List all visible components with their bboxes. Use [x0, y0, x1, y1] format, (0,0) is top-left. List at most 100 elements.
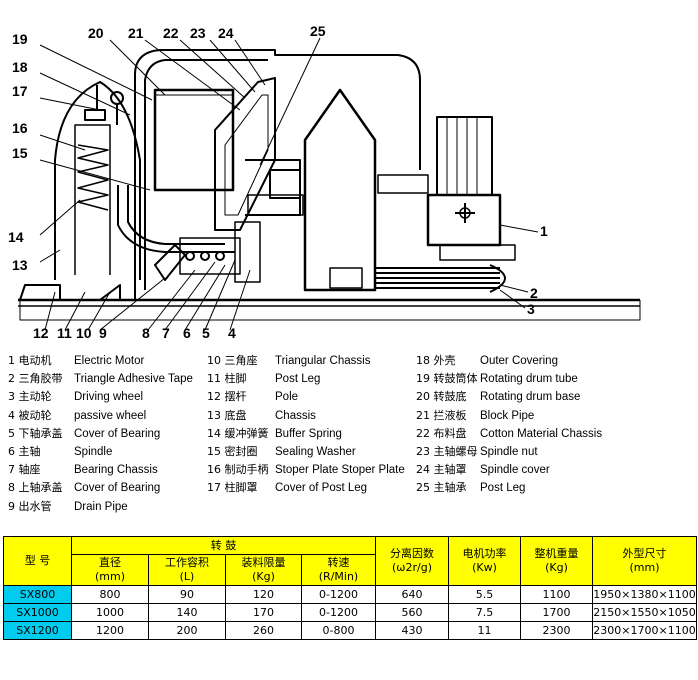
cell-capacity: 200: [148, 621, 226, 640]
legend-item-en: Drain Pipe: [74, 500, 128, 513]
legend-item-zh: 23 主轴螺母: [416, 444, 478, 458]
callout-21: 21: [128, 25, 144, 41]
leader-lines: [39, 37, 539, 331]
header-weight: 整机重量(Kg): [520, 536, 593, 586]
callout-7: 7: [162, 325, 170, 341]
cell-diameter: 1000: [71, 603, 149, 622]
cell-size: 1950×1380×1100: [592, 585, 697, 604]
legend-item-zh: 4 被动轮: [8, 408, 52, 422]
cell-model: SX1200: [3, 621, 72, 640]
legend-item-zh: 6 主轴: [8, 444, 41, 458]
table-row: SX1000 1000 140 170 0-1200 560 7.5 1700 …: [3, 603, 697, 622]
header-capacity-label: 工作容积: [165, 556, 209, 569]
legend-item-en: Sealing Washer: [275, 445, 356, 458]
callout-15: 15: [12, 145, 28, 161]
legend-item-en: Bearing Chassis: [74, 464, 158, 477]
table-row: SX800 800 90 120 0-1200 640 5.5 1100 195…: [3, 585, 697, 604]
cell-factor: 560: [375, 603, 449, 622]
legend-item-zh: 22 布料盘: [416, 426, 467, 440]
callout-5: 5: [202, 325, 210, 341]
legend-item-en: Post Leg: [480, 482, 526, 495]
legend-item-en: Buffer Spring: [275, 427, 342, 440]
legend-item-zh: 15 密封圈: [207, 444, 258, 458]
callout-8: 8: [142, 325, 150, 341]
legend-item-zh: 8 上轴承盖: [8, 481, 63, 495]
legend-item-en: Cover of Post Leg: [275, 482, 368, 495]
legend-item-en: Rotating drum tube: [480, 373, 578, 386]
legend-item-en: Block Pipe: [480, 409, 535, 422]
cell-weight: 1100: [520, 585, 593, 604]
header-drum: 转 鼓: [71, 536, 376, 555]
header-size-unit: (mm): [629, 561, 660, 574]
callout-16: 16: [12, 120, 28, 136]
cell-weight: 1700: [520, 603, 593, 622]
legend-item-en: Electric Motor: [74, 355, 145, 367]
legend-item-en: Cover of Bearing: [74, 482, 161, 495]
callout-22: 22: [163, 25, 179, 41]
legend-item-en: Stoper Plate Stoper Plate: [275, 464, 405, 477]
callout-24: 24: [218, 25, 234, 41]
parts-legend: 1 电动机 Electric Motor 2 三角胶带 Triangle Adhes…: [0, 352, 698, 522]
legend-item-en: Rotating drum base: [480, 391, 581, 404]
legend-item-zh: 19 转鼓筒体: [416, 372, 478, 386]
legend-item-en: Spindle cover: [480, 464, 550, 477]
header-load-label: 装料限量: [241, 556, 286, 569]
cell-diameter: 800: [71, 585, 149, 604]
header-capacity: 工作容积(L): [148, 554, 226, 586]
header-load: 装料限量(Kg): [225, 554, 302, 586]
header-factor: 分离因数(ω2r/g): [375, 536, 449, 586]
header-factor-label: 分离因数: [390, 547, 434, 560]
callout-9: 9: [99, 325, 107, 341]
header-size: 外型尺寸(mm): [592, 536, 697, 586]
header-diameter: 直径(mm): [71, 554, 149, 586]
callout-23: 23: [190, 25, 206, 41]
cell-power: 11: [448, 621, 521, 640]
callout-3: 3: [527, 301, 535, 317]
legend-item-zh: 24 主轴罩: [416, 463, 467, 477]
legend-item-zh: 5 下轴承盖: [8, 426, 63, 440]
table-row: SX1200 1200 200 260 0-800 430 11 2300 23…: [3, 621, 697, 640]
legend-item-en: Pole: [275, 391, 299, 404]
cell-size: 2150×1550×1050: [592, 603, 697, 622]
legend-item-en: Spindle nut: [480, 445, 538, 458]
legend-item-en: passive wheel: [74, 409, 147, 422]
callout-25: 25: [310, 23, 326, 39]
spec-header-row-1: 型 号 转 鼓 分离因数(ω2r/g) 电机功率(Kw) 整机重量(Kg) 外型…: [3, 536, 697, 586]
callout-10: 10: [76, 325, 92, 341]
legend-item-zh: 1 电动机: [8, 354, 52, 367]
callout-12: 12: [33, 325, 49, 341]
machine-outline: [18, 49, 641, 321]
callout-labels: 1 2 3 4 5 6 7 8 9 10 11 12 13 14 15 16 1…: [8, 23, 548, 341]
legend-item-en: Post Leg: [275, 373, 321, 386]
centrifuge-cross-section-drawing: 1 2 3 4 5 6 7 8 9 10 11 12 13 14 15 16 1…: [8, 23, 641, 341]
cell-load: 170: [225, 603, 302, 622]
header-speed-label: 转速: [327, 556, 350, 569]
cell-weight: 2300: [520, 621, 593, 640]
header-speed: 转速(R/Min): [301, 554, 376, 586]
cell-model: SX1000: [3, 603, 72, 622]
cell-capacity: 90: [148, 585, 226, 604]
callout-14: 14: [8, 229, 24, 245]
cell-capacity: 140: [148, 603, 226, 622]
header-power-label: 电机功率: [462, 547, 507, 560]
legend-item-en: Spindle: [74, 445, 113, 458]
callout-17: 17: [12, 83, 28, 99]
legend-item-en: Triangle Adhesive Tape: [74, 373, 193, 386]
cell-power: 7.5: [448, 603, 521, 622]
header-diameter-unit: (mm): [94, 570, 125, 583]
legend-item-en: Triangular Chassis: [275, 355, 371, 367]
callout-11: 11: [57, 325, 72, 341]
legend-item-en: Chassis: [275, 409, 316, 422]
legend-item-zh: 10 三角座: [207, 354, 258, 367]
legend-item-en: Driving wheel: [74, 391, 144, 404]
legend-item-zh: 2 三角胶带: [8, 372, 63, 386]
legend-item-en: Outer Covering: [480, 355, 558, 367]
legend-item-zh: 12 摆杆: [207, 390, 247, 404]
header-capacity-unit: (L): [179, 570, 195, 583]
header-size-label: 外型尺寸: [622, 547, 667, 560]
cell-load: 120: [225, 585, 302, 604]
callout-2: 2: [530, 285, 538, 301]
callout-20: 20: [88, 25, 104, 41]
header-power-unit: (Kw): [472, 561, 497, 574]
cell-speed: 0-800: [301, 621, 376, 640]
